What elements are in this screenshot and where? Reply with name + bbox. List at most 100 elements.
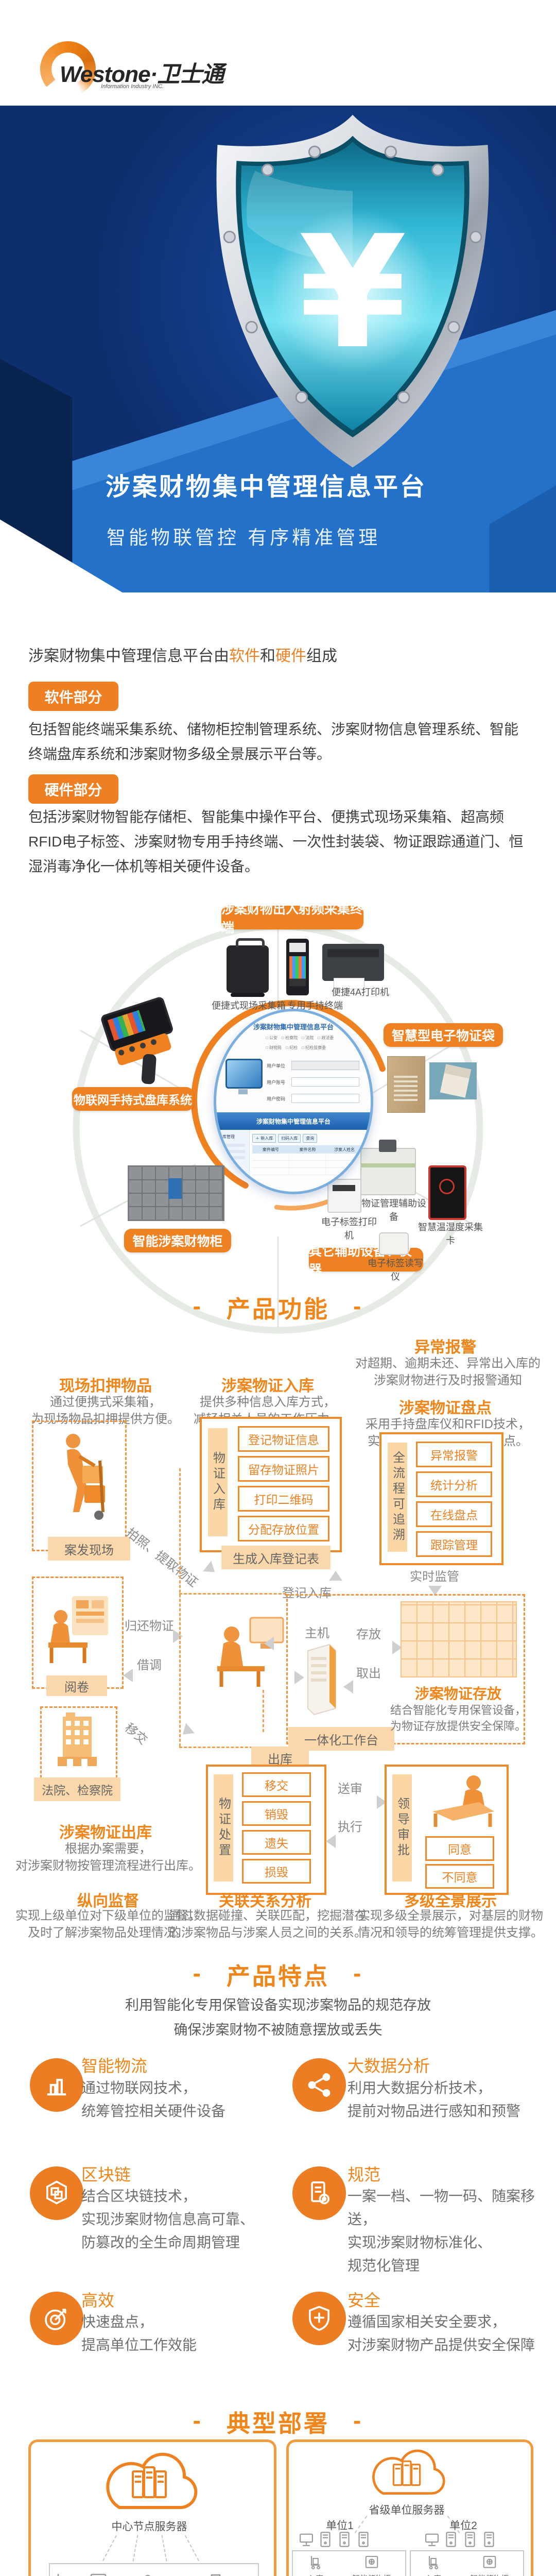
dispose-vbar: 物证处置 <box>214 1774 233 1882</box>
monitor-label: 实时监管 <box>410 1570 459 1584</box>
unit1-servers <box>298 2531 372 2548</box>
leader-icon <box>432 1775 494 1827</box>
hero-title: 涉案财物集中管理信息平台 <box>106 473 427 501</box>
inbound-cart-icon: 入库 <box>307 2554 324 2576</box>
outbound-heading: 涉案物证出库 <box>59 1824 152 1841</box>
central-cloud-icon <box>106 2452 198 2510</box>
pill-handheld-inventory: 物联网手持式盘库系统 <box>72 1087 194 1111</box>
mini-menu-item[interactable]: 入库管理 <box>218 1134 235 1139</box>
panorama-heading: 多级全景展示 <box>404 1893 497 1910</box>
tag-reader-image <box>379 1232 409 1255</box>
mini-th: 案件名称 <box>299 1147 316 1152</box>
inbound-item: 登记物证信息 <box>238 1426 329 1452</box>
take-label: 取出 <box>356 1667 381 1681</box>
tag-printer-image <box>327 1179 361 1213</box>
hero-subtitle: 智能物联管控 有序精准管理 <box>107 527 381 548</box>
evidence-label-image <box>429 1062 477 1099</box>
inbound-heading: 涉案物证入库 <box>221 1378 314 1395</box>
panorama-desc: 实现多级全景展示，对基层的财物情况和领导的统筹管理提供支撑。 <box>358 1909 543 1940</box>
brand-en: Westone <box>60 62 151 87</box>
a4-printer-image <box>322 944 384 989</box>
feature-desc: 结合区块链技术，实现涉案财物信息高可靠、防篡改的全生命周期管理 <box>81 2188 255 2250</box>
feature-desc: 一案一档、一物一码、随案移送，实现涉案财物标准化、规范化管理 <box>348 2188 535 2274</box>
dispose-item: 遗失 <box>242 1830 311 1855</box>
functions-header: -产品功能- <box>0 1291 556 1325</box>
brand-name: Westone·卫士通 <box>60 56 224 89</box>
intro-line: 涉案财物集中管理信息平台由软件和硬件组成 <box>28 643 337 666</box>
dash: - <box>353 1293 363 1319</box>
dash: - <box>193 1960 203 1987</box>
mini-new-inbound-button[interactable]: ＋ 新入库 <box>252 1134 276 1143</box>
worker-cart-icon <box>66 1434 105 1520</box>
relation-desc: 通过数据碰撞、关联匹配，挖掘潜在的涉案物品与涉案人员之间的关系。 <box>169 1909 367 1940</box>
label-tempcard: 智慧温湿度采集卡 <box>418 1222 483 1246</box>
smart-locker-image <box>128 1165 224 1221</box>
mini-search-button[interactable]: 查询 <box>303 1134 318 1143</box>
feature-desc: 通过物联网技术，统筹管控相关硬件设备 <box>81 2080 226 2119</box>
approval-vbar: 领导审批 <box>392 1774 412 1882</box>
inventory-heading: 涉案物证盘点 <box>399 1400 492 1417</box>
mini-field-label: 用户密码 <box>267 1096 286 1101</box>
deployment-header: -典型部署- <box>0 2405 556 2439</box>
label-case-box: 便捷式现场采集箱 <box>212 1001 286 1011</box>
blockchain-icon <box>30 2166 83 2220</box>
intro-suffix: 组成 <box>306 648 337 665</box>
evidence-bag-image <box>387 1056 425 1113</box>
inbound-vbar: 物证入库 <box>208 1428 228 1536</box>
dash: - <box>193 1293 203 1319</box>
mini-computer-icon <box>225 1059 263 1094</box>
dash: - <box>353 1960 363 1987</box>
portable-collection-case-image <box>227 938 269 997</box>
trace-vbar: 全流程可追溯 <box>388 1443 407 1552</box>
dashed-line <box>179 1468 181 1747</box>
mini-org-row2[interactable]: □ 财物局 □ 纪检 □ 纪检监察委 <box>266 1045 326 1050</box>
store-label: 存放 <box>356 1628 381 1641</box>
outbound-truck-icon: 出库 <box>250 2572 270 2576</box>
inbound-item: 留存物证照片 <box>238 1456 329 1482</box>
dashed-line <box>179 1747 257 1748</box>
mini-th: 涉案人姓名 <box>334 1147 355 1152</box>
central-device-row: 入库 智能储物柜 人工操作管理 二维码打印制作 出库 <box>49 2563 259 2576</box>
workbench-region <box>286 1594 525 1744</box>
feature-title: 区块链 <box>81 2165 131 2184</box>
functions-title: 产品功能 <box>227 1296 329 1323</box>
qr-printer-icon: 二维码打印制作 <box>181 2572 250 2576</box>
pill-smart-locker: 智能涉案财物柜 <box>124 1229 231 1252</box>
building-icon <box>58 1713 97 1766</box>
shield-icon: ¥ <box>216 114 489 468</box>
unit2-box: 入库 智能储物柜 二维码打印制作 人工操作管理 出库 <box>410 2550 524 2576</box>
inbound-item: 打印二维码 <box>238 1486 329 1512</box>
pill-rfid-terminal: 涉案财物出入射频采集终端 <box>221 902 363 935</box>
intro-hardware-word: 硬件 <box>275 648 306 665</box>
trace-item: 异常报警 <box>416 1442 492 1467</box>
feature-desc: 利用大数据分析技术，提前对物品进行感知和预警 <box>348 2080 521 2119</box>
mini-password-input[interactable] <box>291 1094 359 1103</box>
operator-icon: 人工操作管理 <box>123 2572 181 2576</box>
hardware-desc: 包括涉案财物智能存储柜、智能集中操作平台、便携式现场采集箱、超高频RFID电子标… <box>28 809 524 874</box>
mini-unit-input[interactable] <box>291 1061 359 1070</box>
software-badge: 软件部分 <box>28 682 118 711</box>
mini-banner: 涉案财物集中管理信息平台 <box>216 1112 371 1130</box>
dashed-line <box>263 1690 264 1732</box>
brand-tagline: Information Industry INC. <box>101 83 164 90</box>
register-label: 登记入库 <box>282 1586 332 1600</box>
onsite-desc: 通过便携式采集箱，为现场物品扣押提供方便。 <box>31 1395 180 1426</box>
relation-heading: 关联关系分析 <box>219 1893 311 1910</box>
server-icon <box>307 1643 336 1716</box>
efficiency-icon <box>30 2292 83 2345</box>
photo-extract-label: 拍照、提取物证 <box>123 1526 200 1590</box>
mini-scan-inbound-button[interactable]: 扫码入库 <box>278 1134 301 1143</box>
functions-flowchart: 异常报警 对超期、逾期未还、异常出入库的涉案财物进行及时报警通知 涉案物证盘点 … <box>0 1329 556 1940</box>
label-tagprinter: 电子标签打印机 <box>321 1217 377 1241</box>
mini-table: 案件编号 案件名称 涉案人姓名 <box>252 1145 363 1175</box>
intro-software-word: 软件 <box>229 648 260 665</box>
scene-label: 案发现场 <box>48 1537 130 1561</box>
mini-org-row1[interactable]: □ 公安 □ 检察院 □ 法院 □ 政法委 <box>266 1036 334 1040</box>
dispose-item: 移交 <box>242 1772 311 1797</box>
mini-account-input[interactable] <box>291 1077 359 1087</box>
feature-title: 大数据分析 <box>348 2057 430 2075</box>
agree-item: 同意 <box>425 1836 494 1861</box>
transfer-label: 移交 <box>122 1721 150 1748</box>
standard-icon <box>292 2166 346 2220</box>
unit1-label: 单位1 <box>326 2520 354 2532</box>
